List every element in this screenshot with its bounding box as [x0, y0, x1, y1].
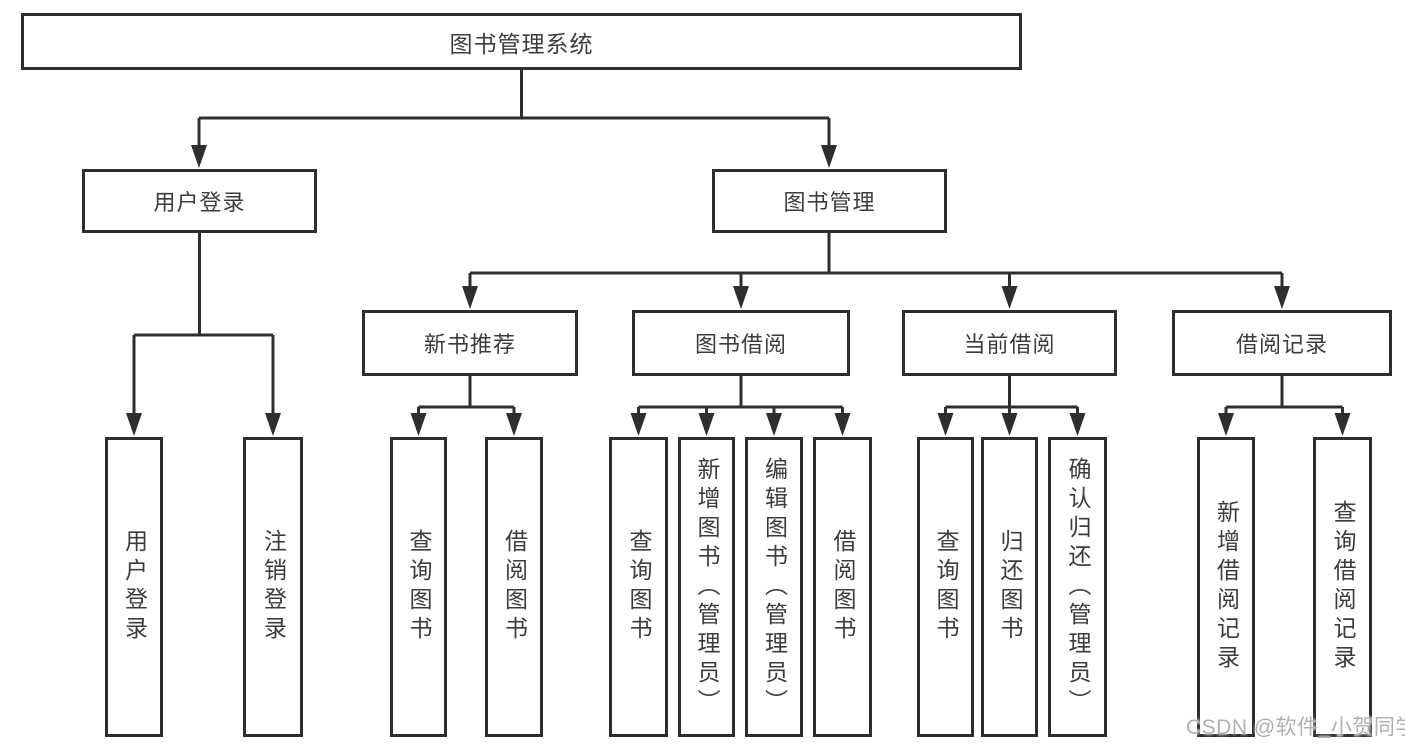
- arrowhead: [821, 145, 837, 168]
- node-label: 查询借阅记录: [1330, 500, 1356, 674]
- arrowhead: [1218, 413, 1234, 436]
- node-label: 注销登录: [260, 529, 287, 645]
- connector-current-borrow-children: [944, 376, 1079, 416]
- arrowhead: [191, 145, 207, 168]
- node-label: 借阅图书: [501, 529, 528, 645]
- connector-new-book-children: [417, 376, 516, 416]
- leaf-query-books-2: 查询图书: [609, 437, 668, 737]
- arrowhead: [1334, 413, 1351, 436]
- arrowhead: [698, 413, 715, 436]
- node-label: 编辑图书（管理员）: [761, 456, 788, 718]
- node-current-borrow: 当前借阅: [902, 310, 1117, 376]
- node-user-login: 用户登录: [82, 169, 317, 233]
- leaf-query-books-3: 查询图书: [917, 437, 974, 737]
- node-book-borrow: 图书借阅: [632, 310, 850, 376]
- csdn-watermark: CSDN @软件_小贺同学: [1186, 716, 1405, 739]
- arrowhead: [733, 286, 749, 309]
- arrowheads: [126, 145, 1351, 436]
- leaf-user-login: 用户登录: [105, 437, 163, 737]
- leaf-borrow-books-1: 借阅图书: [485, 437, 543, 737]
- node-borrow-records: 借阅记录: [1172, 310, 1392, 376]
- node-label: 归还图书: [997, 529, 1023, 645]
- node-label: 用户登录: [153, 190, 246, 215]
- node-label: 当前借阅: [963, 332, 1056, 357]
- arrowhead: [766, 413, 782, 436]
- node-label: 用户登录: [121, 529, 148, 645]
- node-label: 图书管理系统: [449, 30, 594, 57]
- arrowhead: [1001, 413, 1018, 436]
- node-label: 新书推荐: [423, 332, 516, 357]
- leaf-confirm-return-admin: 确认归还（管理员）: [1048, 437, 1107, 737]
- leaf-borrow-books-2: 借阅图书: [813, 437, 872, 737]
- connector-level2: [197, 116, 831, 148]
- leaf-query-books-1: 查询图书: [390, 437, 447, 737]
- node-label: 新增借阅记录: [1213, 500, 1240, 674]
- node-book-management: 图书管理: [712, 169, 947, 233]
- leaf-query-borrow-record: 查询借阅记录: [1313, 437, 1372, 737]
- arrowhead: [630, 413, 647, 436]
- node-label: 新增图书（管理员）: [694, 456, 720, 718]
- leaf-add-book-admin: 新增图书（管理员）: [678, 437, 735, 737]
- connector-user-login-children: [132, 233, 275, 416]
- arrowhead: [937, 413, 954, 436]
- connector-borrow-record-children: [1224, 376, 1344, 416]
- leaf-add-borrow-record: 新增借阅记录: [1197, 437, 1255, 737]
- arrowhead: [1274, 286, 1290, 309]
- arrowhead: [462, 286, 478, 309]
- leaf-logout: 注销登录: [243, 437, 303, 737]
- arrowhead: [265, 413, 281, 436]
- node-label: 借阅图书: [830, 529, 856, 645]
- node-label: 确认归还（管理员）: [1065, 456, 1091, 718]
- node-label: 查询图书: [406, 529, 432, 645]
- arrowhead: [126, 413, 142, 436]
- node-root: 图书管理系统: [21, 13, 1022, 70]
- node-label: 查询图书: [626, 529, 652, 645]
- arrowhead: [410, 413, 427, 436]
- arrowhead: [834, 413, 851, 436]
- node-new-book-recommend: 新书推荐: [362, 310, 578, 376]
- leaf-edit-book-admin: 编辑图书（管理员）: [745, 437, 803, 737]
- node-label: 图书管理: [783, 190, 876, 215]
- connector-book-borrow-children: [637, 376, 844, 416]
- arrowhead: [1069, 413, 1086, 436]
- node-label: 借阅记录: [1235, 332, 1328, 357]
- leaf-return-book: 归还图书: [981, 437, 1038, 737]
- arrowhead: [1001, 286, 1018, 309]
- connector-book-management-children: [468, 233, 1284, 289]
- arrowhead: [506, 413, 522, 436]
- node-label: 查询图书: [933, 529, 959, 645]
- node-label: 图书借阅: [694, 332, 787, 357]
